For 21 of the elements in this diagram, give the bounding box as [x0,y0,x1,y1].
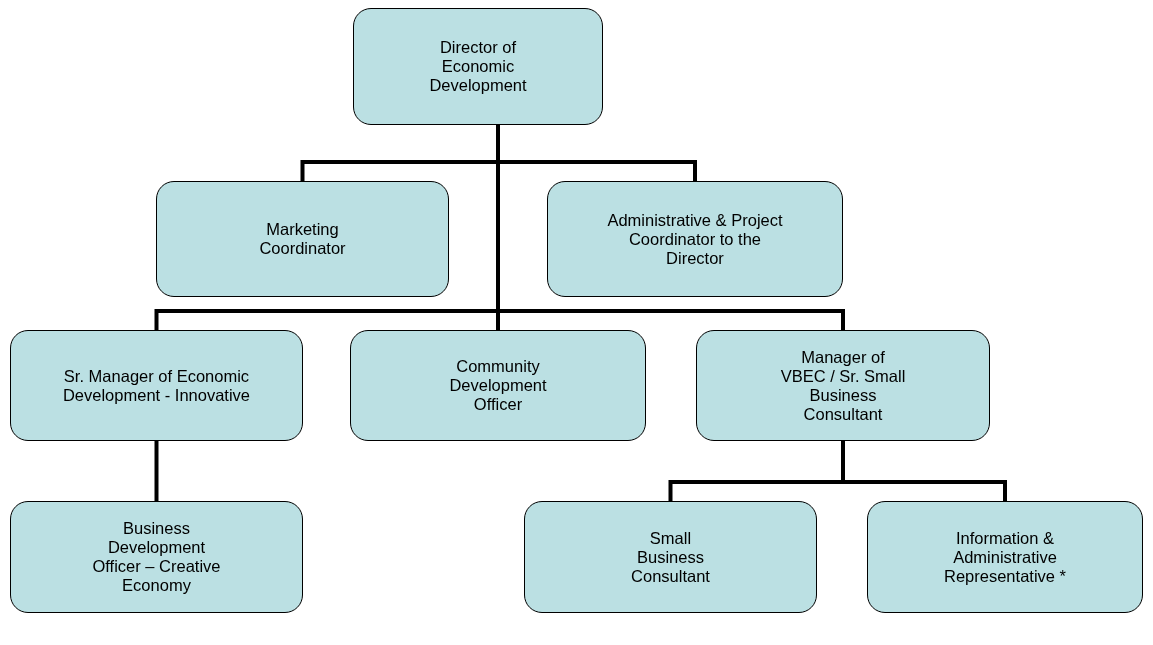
role-title: Marketing Coordinator [258,220,347,258]
role-title: Information & Administrative Representative * [943,528,1067,586]
role-title: Administrative & Project Coordinator to the Director [606,210,784,268]
role-title: Business Development Officer – Creative Economy [91,519,222,595]
org-box [696,330,990,441]
role-title: Manager of VBEC / Sr. Small Business Consultant [779,347,907,424]
org-box [350,330,646,441]
role-title: Small Business Consultant [630,528,711,586]
org-box [353,8,603,125]
connector-line [154,441,159,501]
org-box [10,330,303,441]
org-box [156,181,449,297]
role-title: Sr. Manager of Economic Development - Innovative [61,366,252,405]
org-box [867,501,1143,613]
connector-line [496,125,845,330]
org-box [524,501,817,613]
role-title: Community Development Officer [448,357,548,414]
org-box [547,181,843,297]
org-box [10,501,303,613]
role-title: Director of Economic Development [428,38,528,95]
connector-line [841,441,1007,501]
